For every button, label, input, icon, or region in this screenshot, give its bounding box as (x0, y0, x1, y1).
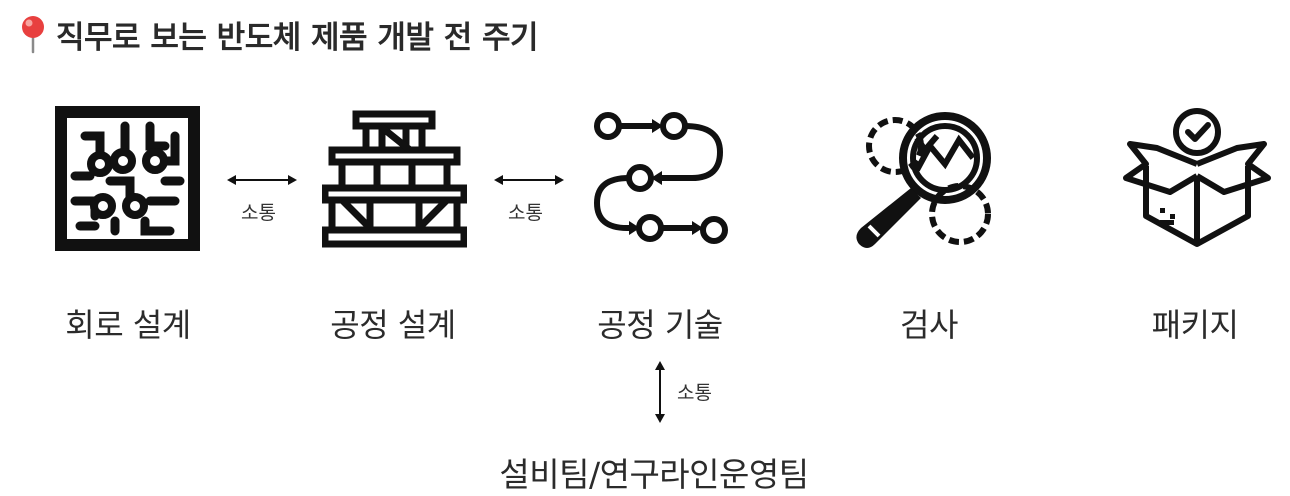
process-flow-icon (593, 112, 728, 244)
stage-label-package: 패키지 (1151, 306, 1239, 344)
double-arrow-icon (227, 175, 297, 185)
page-title: 직무로 보는 반도체 제품 개발 전 주기 (56, 19, 539, 56)
connector-label: 소통 (677, 382, 712, 404)
connector-label: 소통 (508, 202, 543, 224)
bottom-node-label: 설비팀/연구라인운영팀 (499, 455, 809, 494)
scaffolding-icon (322, 110, 467, 248)
stage-label-circuit-design: 회로 설계 (65, 306, 191, 344)
stage-label-process-design: 공정 설계 (330, 306, 456, 344)
diagram-title: 직무로 보는 반도체 제품 개발 전 주기 (18, 12, 539, 56)
stage-label-inspection: 검사 (900, 306, 958, 344)
stage-label-process-engineering: 공정 기술 (597, 306, 723, 344)
circuit-board-icon (55, 106, 200, 251)
connector-label: 소통 (241, 202, 276, 224)
magnifier-gears-icon (856, 112, 991, 248)
vertical-double-arrow-icon (655, 361, 665, 423)
round-pushpin-icon (22, 16, 44, 54)
open-box-check-icon (1123, 108, 1271, 247)
double-arrow-icon (494, 175, 564, 185)
